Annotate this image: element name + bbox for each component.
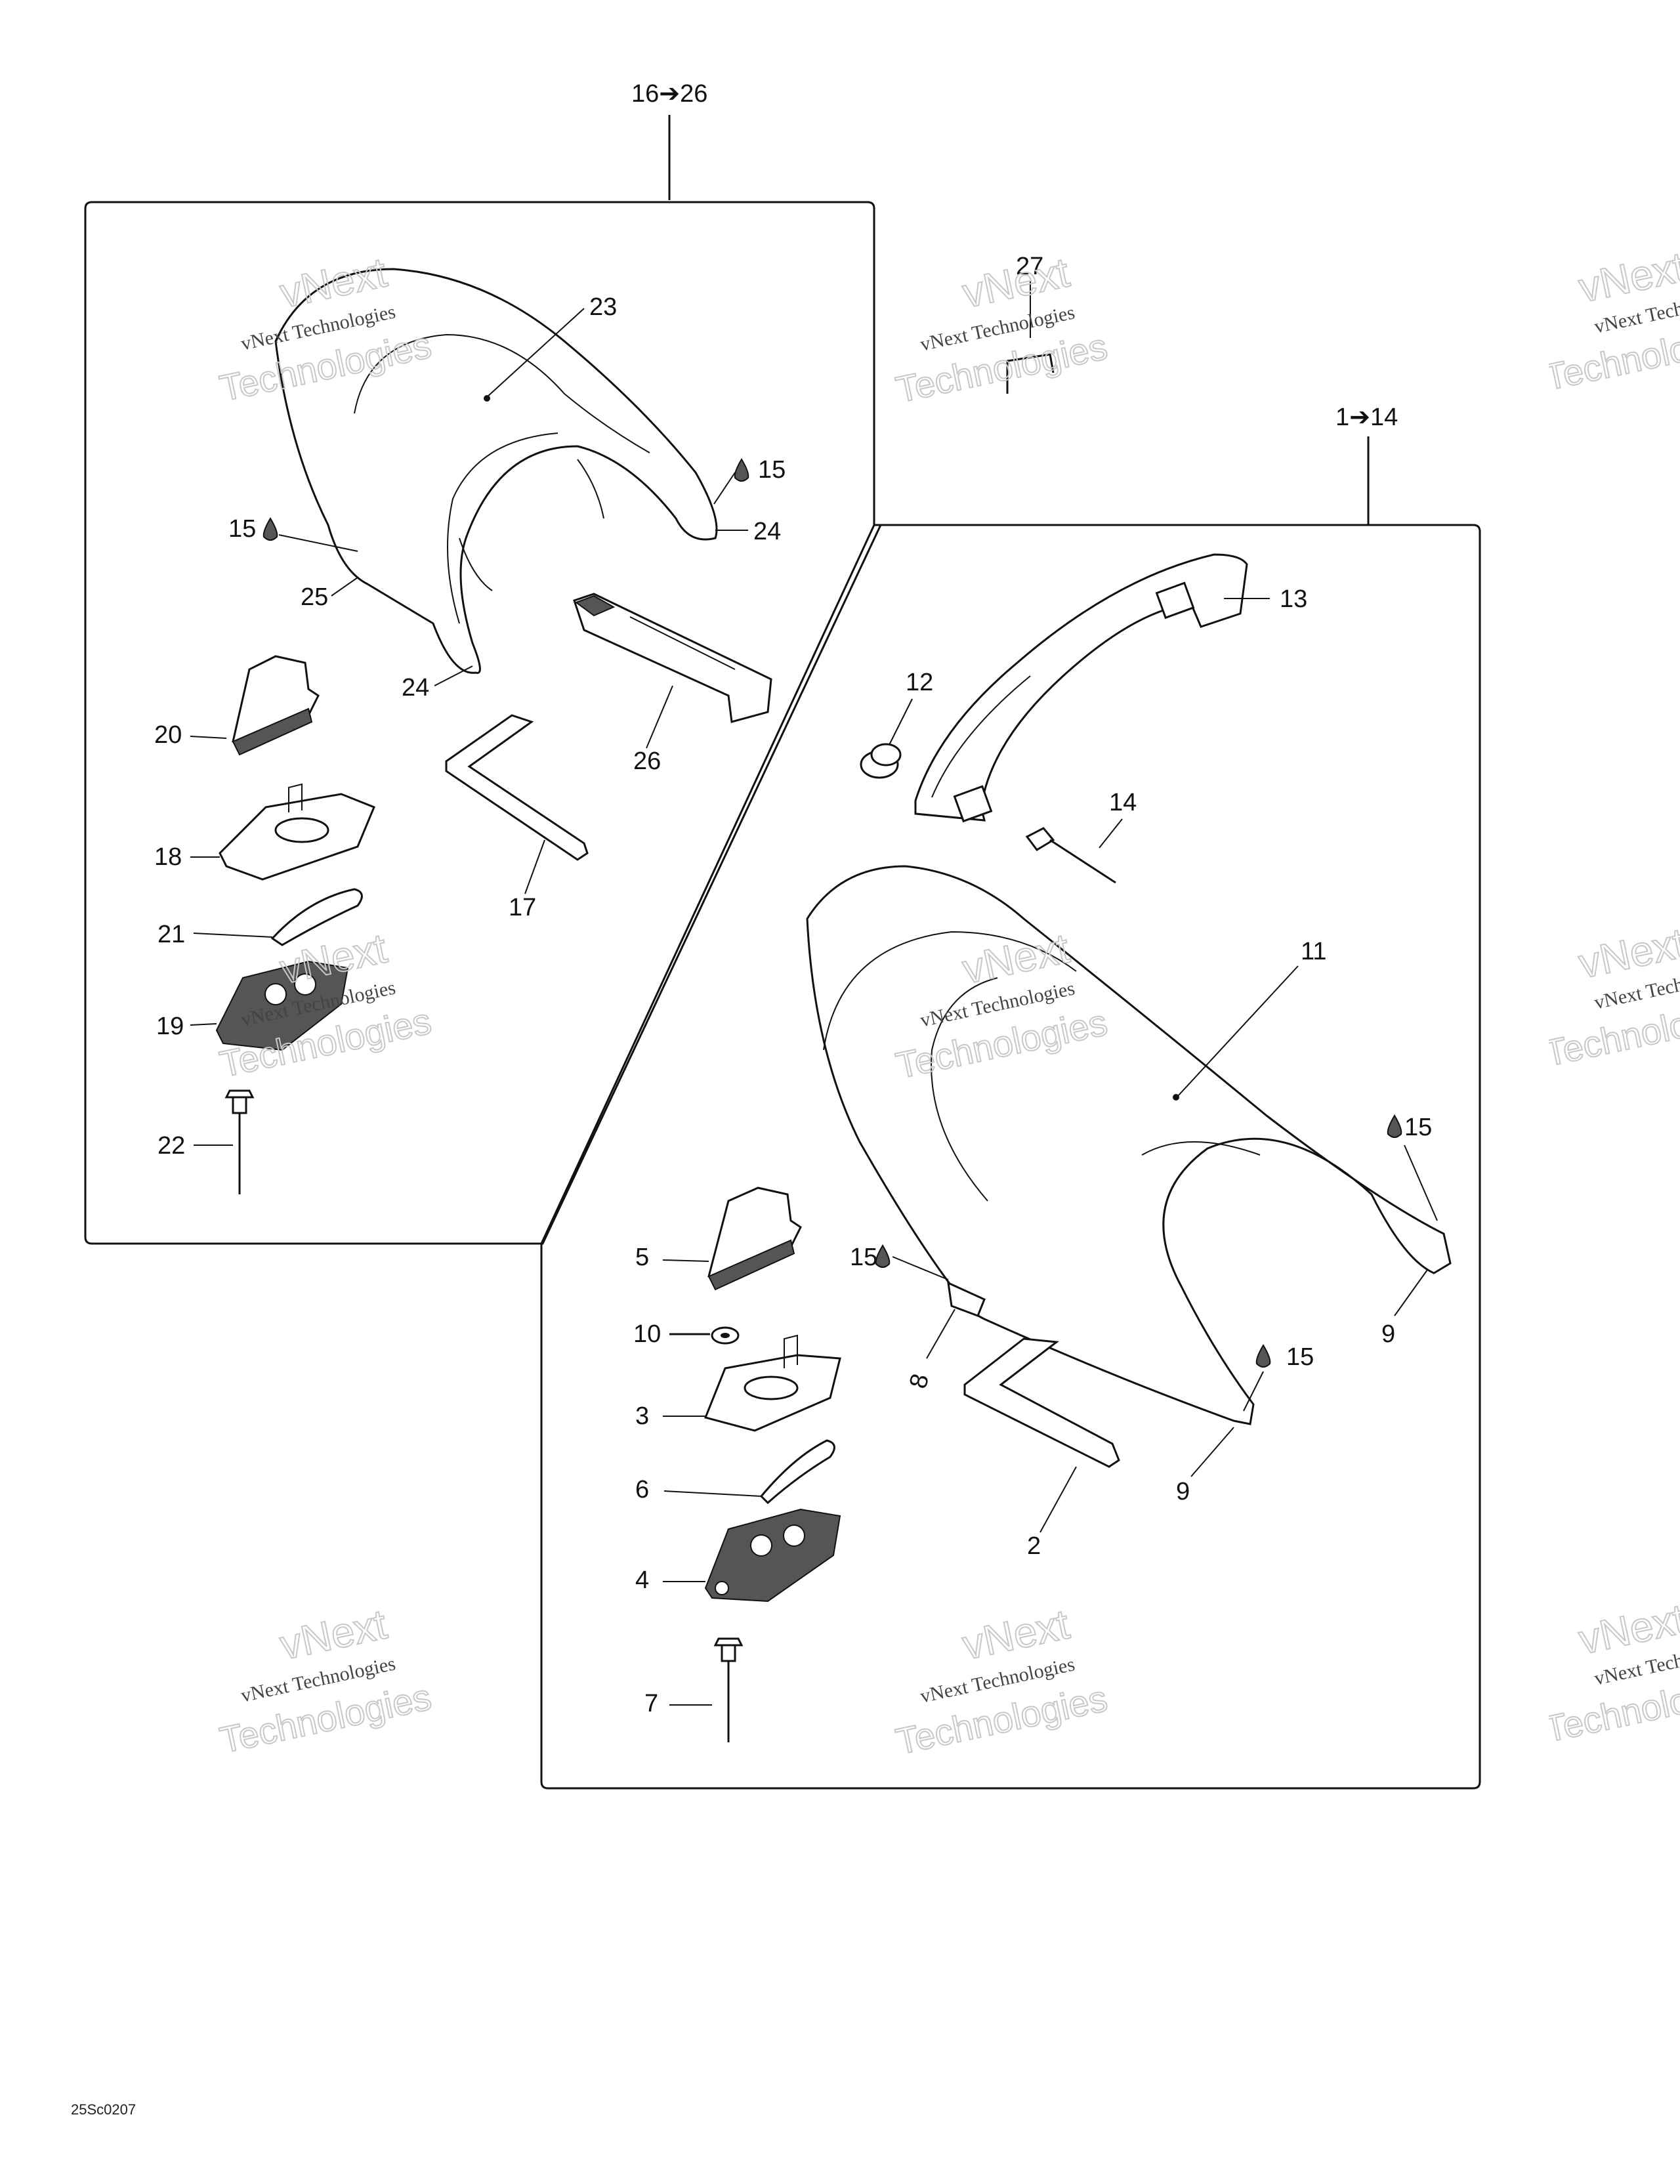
part-10-washer xyxy=(711,1326,740,1345)
part-13-handle xyxy=(914,553,1248,823)
callout-9-a: 9 xyxy=(1381,1320,1395,1348)
part-21-gasket xyxy=(270,888,363,946)
part-18-base-plate xyxy=(219,783,375,881)
callout-3: 3 xyxy=(635,1402,649,1430)
part-4-housing xyxy=(704,1508,841,1603)
watermark-6: vNext Technologies vNext Technologies xyxy=(892,1599,1112,1763)
callout-2: 2 xyxy=(1027,1532,1041,1560)
callout-9-b: 9 xyxy=(1176,1478,1190,1505)
drop-icon-e xyxy=(875,1244,891,1268)
drawing-code: 25Sc0207 xyxy=(71,2101,136,2118)
callout-19: 19 xyxy=(156,1013,184,1040)
drop-icon-b xyxy=(262,517,278,541)
part-7-rivet xyxy=(713,1637,744,1742)
callout-13: 13 xyxy=(1280,585,1307,613)
driver-group-label: 1➔14 xyxy=(1335,404,1398,431)
watermark-5: vNext Technologies vNext Technologies xyxy=(216,1599,436,1761)
part-26-strap xyxy=(573,593,772,723)
part-12-grommet xyxy=(860,743,902,779)
part-8-tab xyxy=(947,1281,986,1317)
callout-7: 7 xyxy=(644,1690,658,1717)
callout-23: 23 xyxy=(589,293,617,321)
callout-17: 17 xyxy=(509,894,536,921)
callout-4: 4 xyxy=(635,1566,649,1594)
drop-icon-d xyxy=(1255,1344,1271,1368)
callout-5: 5 xyxy=(635,1244,649,1271)
callout-12: 12 xyxy=(906,669,933,696)
part-23-passenger-seat xyxy=(274,268,718,674)
part-22-rivet xyxy=(224,1089,255,1194)
callout-15-c: 15 xyxy=(1404,1114,1432,1141)
passenger-group-frame xyxy=(84,201,883,1245)
callout-22: 22 xyxy=(158,1132,185,1160)
part-5-latch xyxy=(707,1186,802,1291)
drop-icon-c xyxy=(1387,1114,1402,1138)
drop-icon-a xyxy=(734,458,749,482)
callout-15-b: 15 xyxy=(228,515,256,543)
callout-26: 26 xyxy=(633,747,661,775)
part-3-base-plate xyxy=(704,1334,841,1432)
part-27-bracket xyxy=(1006,353,1055,394)
watermark-edge-clip: vNext Technologies vNext Technologies vN… xyxy=(1549,249,1680,1751)
part-6-gasket xyxy=(759,1439,835,1505)
passenger-group-label: 16➔26 xyxy=(631,80,707,108)
driver-group-frame xyxy=(540,524,1481,1790)
callout-10: 10 xyxy=(633,1320,661,1348)
callout-27: 27 xyxy=(1016,253,1043,280)
part-17-rod xyxy=(445,714,589,861)
callout-21: 21 xyxy=(158,921,185,948)
callout-8: 8 xyxy=(904,1371,934,1391)
callout-15-e: 15 xyxy=(850,1244,877,1271)
callout-14: 14 xyxy=(1109,789,1137,816)
part-11-driver-seat xyxy=(806,865,1452,1425)
watermark-2: vNext Technologies vNext Technologies xyxy=(892,247,1112,411)
callout-11: 11 xyxy=(1301,938,1326,965)
callout-6: 6 xyxy=(635,1476,649,1503)
callout-20: 20 xyxy=(154,721,182,749)
callout-18: 18 xyxy=(154,843,182,871)
leader-23 xyxy=(486,308,585,398)
part-14-pin xyxy=(1025,827,1116,884)
part-20-latch xyxy=(232,655,320,756)
callout-24-a: 24 xyxy=(753,518,781,545)
part-2-rod xyxy=(963,1337,1120,1468)
part-19-housing xyxy=(215,960,349,1051)
callout-25: 25 xyxy=(301,583,328,611)
callout-24-b: 24 xyxy=(402,674,429,702)
callout-15-d: 15 xyxy=(1286,1343,1314,1371)
callout-15-a: 15 xyxy=(758,456,786,484)
